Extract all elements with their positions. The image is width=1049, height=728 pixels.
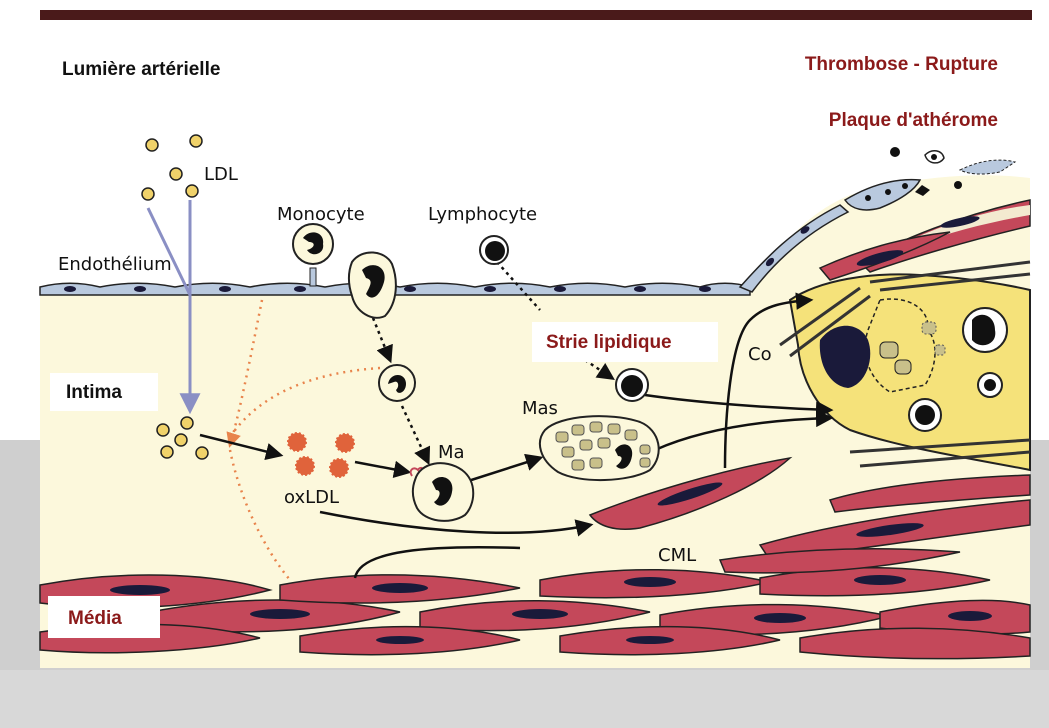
macrophage-label: Ma — [438, 442, 465, 463]
smc-label: CML — [658, 545, 696, 566]
thrombosis-rupture-label: Thrombose - Rupture — [805, 54, 998, 75]
media-label: Média — [68, 608, 122, 629]
foam-cell-label: Mas — [522, 398, 558, 419]
top-dark-bar — [40, 10, 1032, 20]
oxldl-label: oxLDL — [284, 487, 339, 508]
endothelium-label: Endothélium — [58, 254, 172, 275]
intima-label: Intima — [66, 382, 122, 403]
monocyte-label: Monocyte — [277, 204, 365, 225]
foam-cell — [540, 416, 659, 480]
ldl-label: LDL — [204, 164, 238, 185]
fatty-streak-label: Strie lipidique — [546, 332, 672, 353]
lumen-label: Lumière artérielle — [62, 59, 220, 80]
bottom-grey-band — [0, 670, 1049, 728]
macrophage-cell — [413, 463, 473, 521]
lymphocyte-cell — [480, 236, 508, 264]
collagen-label: Co — [748, 344, 772, 365]
intima-lymphocyte-cell — [616, 369, 648, 401]
lymphocyte-label: Lymphocyte — [428, 204, 537, 225]
plaque-label: Plaque d'athérome — [829, 110, 998, 131]
intima-monocyte-cell — [379, 365, 415, 401]
